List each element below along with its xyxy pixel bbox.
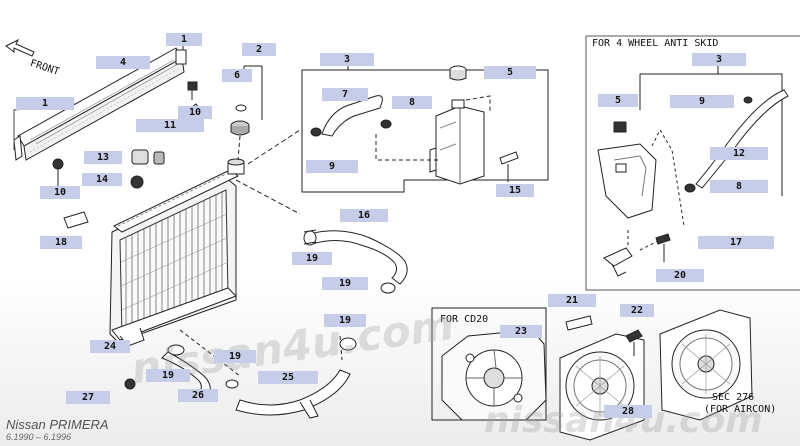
part-tag[interactable]: 9	[306, 160, 358, 173]
part-tag[interactable]: 17	[698, 236, 774, 249]
part-tag[interactable]: 12	[710, 147, 768, 160]
part-tag[interactable]: 16	[340, 209, 388, 222]
part-tag[interactable]: 23	[500, 325, 542, 338]
cd20-label: FOR CD20	[440, 314, 489, 325]
part-tag[interactable]: 15	[496, 184, 534, 197]
part-tag[interactable]: 4	[96, 56, 150, 69]
cd20-frame	[431, 307, 547, 421]
part-tag[interactable]: 26	[178, 389, 218, 402]
part-tag[interactable]: 9	[670, 95, 734, 108]
part-tag[interactable]: 2	[242, 43, 276, 56]
radiator	[109, 158, 245, 352]
part-tag[interactable]: 1	[166, 33, 202, 46]
part-tag[interactable]: 1	[16, 97, 74, 110]
part-tag[interactable]: 25	[258, 371, 318, 384]
part-tag[interactable]: 5	[598, 94, 638, 107]
part-tag[interactable]: 8	[710, 180, 768, 193]
part-tag[interactable]: 7	[322, 88, 368, 101]
aircon-label: (FOR AIRCON)	[704, 404, 777, 415]
part-tag[interactable]: 10	[40, 186, 80, 199]
brand-date-range: 6.1990 – 6.1996	[6, 432, 72, 442]
part-tag[interactable]: 24	[90, 340, 130, 353]
part-tag[interactable]: 13	[84, 151, 122, 164]
part-tag[interactable]: 19	[292, 252, 332, 265]
part-tag[interactable]: 20	[656, 269, 704, 282]
part-tag[interactable]: 14	[82, 173, 122, 186]
part-tag[interactable]: 19	[322, 277, 368, 290]
upper-support-panel	[13, 47, 185, 161]
anti-skid-frame	[585, 35, 800, 291]
part-tag[interactable]: 27	[66, 391, 110, 404]
anti-skid-label: FOR 4 WHEEL ANTI SKID	[592, 38, 719, 49]
part-tag[interactable]: 21	[548, 294, 596, 307]
brand-make: Nissan	[6, 417, 46, 432]
part-tag[interactable]: 19	[146, 369, 190, 382]
brand-title: Nissan PRIMERA	[6, 418, 109, 432]
radiator-cap	[230, 65, 263, 136]
part-tag[interactable]: 6	[222, 69, 252, 82]
part-tag[interactable]: 10	[178, 106, 212, 119]
brand-model: PRIMERA	[49, 417, 109, 432]
aircon-fan-shroud	[659, 309, 753, 421]
front-arrow-icon	[5, 38, 35, 57]
part-tag[interactable]: 3	[692, 53, 746, 66]
bolt	[187, 81, 198, 100]
reservoir-cap	[449, 65, 467, 81]
cd20-fan-shroud	[441, 329, 547, 421]
part-tag[interactable]: 11	[136, 119, 204, 132]
part-tag[interactable]: 19	[214, 350, 256, 363]
part-tag[interactable]: 3	[320, 53, 374, 66]
part-tag[interactable]: 18	[40, 236, 82, 249]
part-tag[interactable]: 5	[484, 66, 536, 79]
part-tag[interactable]: 19	[324, 314, 366, 327]
part-tag[interactable]: 28	[604, 405, 652, 418]
rubber-mount	[130, 149, 165, 189]
reservoir-tank	[429, 99, 485, 185]
sec-276-label: SEC 276	[712, 392, 755, 403]
part-tag[interactable]: 8	[392, 96, 432, 109]
part-tag[interactable]: 22	[620, 304, 654, 317]
anti-skid-reservoir	[597, 121, 657, 219]
